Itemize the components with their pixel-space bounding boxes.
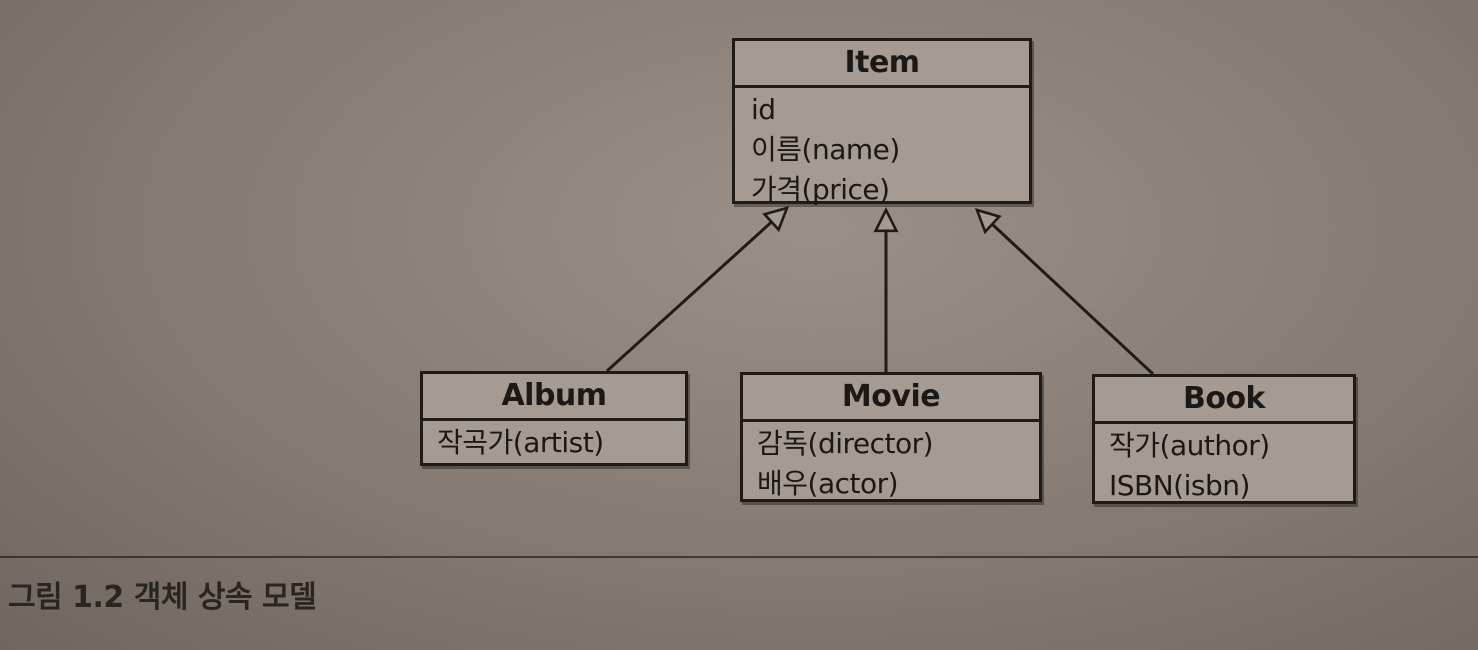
attribute-isbn: ISBN(isbn): [1109, 469, 1250, 502]
class-name-book: Book: [1095, 377, 1353, 424]
attribute-name: 이름(name): [751, 133, 900, 166]
attribute-artist: 작곡가(artist): [437, 426, 604, 459]
class-attributes-movie: 감독(director) 배우(actor): [743, 422, 1039, 504]
class-box-album: Album 작곡가(artist): [420, 371, 688, 466]
class-box-movie: Movie 감독(director) 배우(actor): [740, 372, 1042, 502]
attribute-author: 작가(author): [1109, 429, 1270, 462]
class-name-item: Item: [735, 41, 1029, 88]
attribute-price: 가격(price): [751, 173, 890, 206]
attribute-id: id: [751, 93, 776, 126]
album-inherits-item-arrow: [605, 208, 787, 373]
class-name-movie: Movie: [743, 375, 1039, 422]
class-attributes-album: 작곡가(artist): [423, 421, 685, 463]
figure-caption: 그림 1.2 객체 상속 모델: [8, 580, 317, 615]
book-inherits-item-arrow: [977, 210, 1155, 376]
attribute-actor: 배우(actor): [757, 467, 899, 500]
class-box-book: Book 작가(author) ISBN(isbn): [1092, 374, 1356, 504]
attribute-director: 감독(director): [757, 427, 934, 460]
caption-divider: [0, 556, 1478, 558]
class-attributes-book: 작가(author) ISBN(isbn): [1095, 424, 1353, 506]
class-attributes-item: id 이름(name) 가격(price): [735, 88, 1029, 210]
class-box-item: Item id 이름(name) 가격(price): [732, 38, 1032, 206]
class-name-album: Album: [423, 374, 685, 421]
